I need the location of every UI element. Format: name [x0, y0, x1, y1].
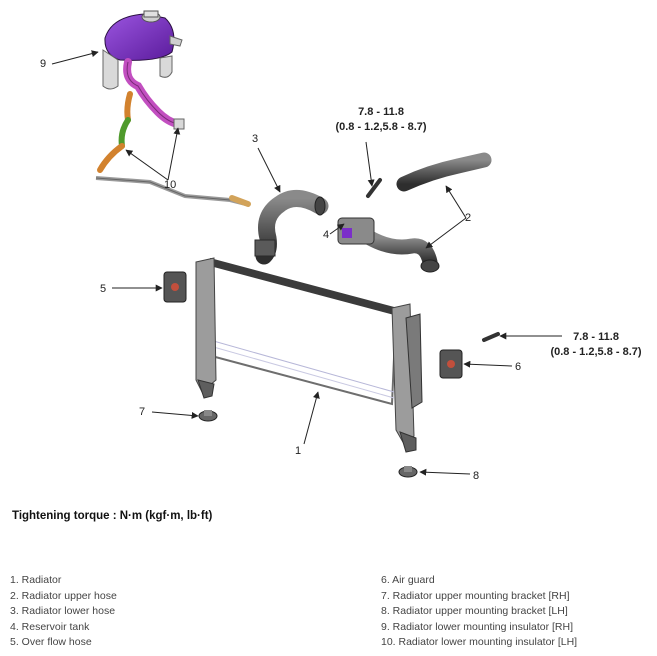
radiator [195, 257, 423, 453]
torque-spec-top-line1: 7.8 - 11.8 [358, 106, 404, 118]
callout-3: 3 [252, 133, 258, 145]
thermostat-housing [337, 217, 375, 245]
legend-item: 7. Radiator upper mounting bracket [RH] [381, 589, 570, 602]
callout-5: 5 [100, 283, 106, 295]
bolt [366, 178, 382, 198]
torque-spec-right-line1: 7.8 - 11.8 [573, 331, 619, 343]
torque-spec-right-line2: (0.8 - 1.2,5.8 - 8.7) [550, 346, 641, 358]
legend-item: 2. Radiator upper hose [10, 589, 117, 602]
callout-2: 2 [465, 212, 471, 224]
callout-7: 7 [139, 406, 145, 418]
radiator-exploded-diagram: 9 3 10 2 4 5 6 7 1 8 7.8 - 11.8 (0.8 - 1… [40, 10, 642, 482]
bolt-right [482, 332, 500, 342]
insulator-8 [398, 466, 418, 478]
legend-item: 6. Air guard [381, 574, 435, 586]
reservoir-tank [102, 10, 183, 90]
legend-item: 4. Reservoir tank [10, 620, 90, 633]
callout-9: 9 [40, 58, 46, 70]
callout-10: 10 [164, 179, 176, 191]
legend-item: 1. Radiator [10, 574, 62, 586]
legend-item: 10. Radiator lower mounting insulator [L… [381, 636, 578, 648]
legend-right: 6. Air guard 7. Radiator upper mounting … [381, 573, 577, 651]
bottom-hose-assembly [95, 91, 251, 207]
legend-left: 1. Radiator 2. Radiator upper hose 3. Ra… [10, 573, 117, 651]
callout-8: 8 [473, 470, 479, 482]
callout-4: 4 [323, 229, 329, 241]
callout-6: 6 [515, 361, 521, 373]
callout-1: 1 [295, 445, 301, 457]
insulator-7 [198, 410, 218, 422]
air-guard-left [163, 271, 187, 303]
torque-spec-top-line2: (0.8 - 1.2,5.8 - 8.7) [335, 121, 426, 133]
legend-item: 8. Radiator upper mounting bracket [LH] [381, 605, 568, 617]
legend-item: 3. Radiator lower hose [10, 605, 116, 617]
legend-item: 5. Over flow hose [10, 636, 92, 648]
radiator-upper-hose [396, 152, 492, 192]
air-guard-right [439, 349, 463, 379]
tightening-torque-heading: Tightening torque : N·m (kgf·m, lb·ft) [12, 510, 213, 522]
legend-item: 9. Radiator lower mounting insulator [RH… [381, 620, 574, 633]
